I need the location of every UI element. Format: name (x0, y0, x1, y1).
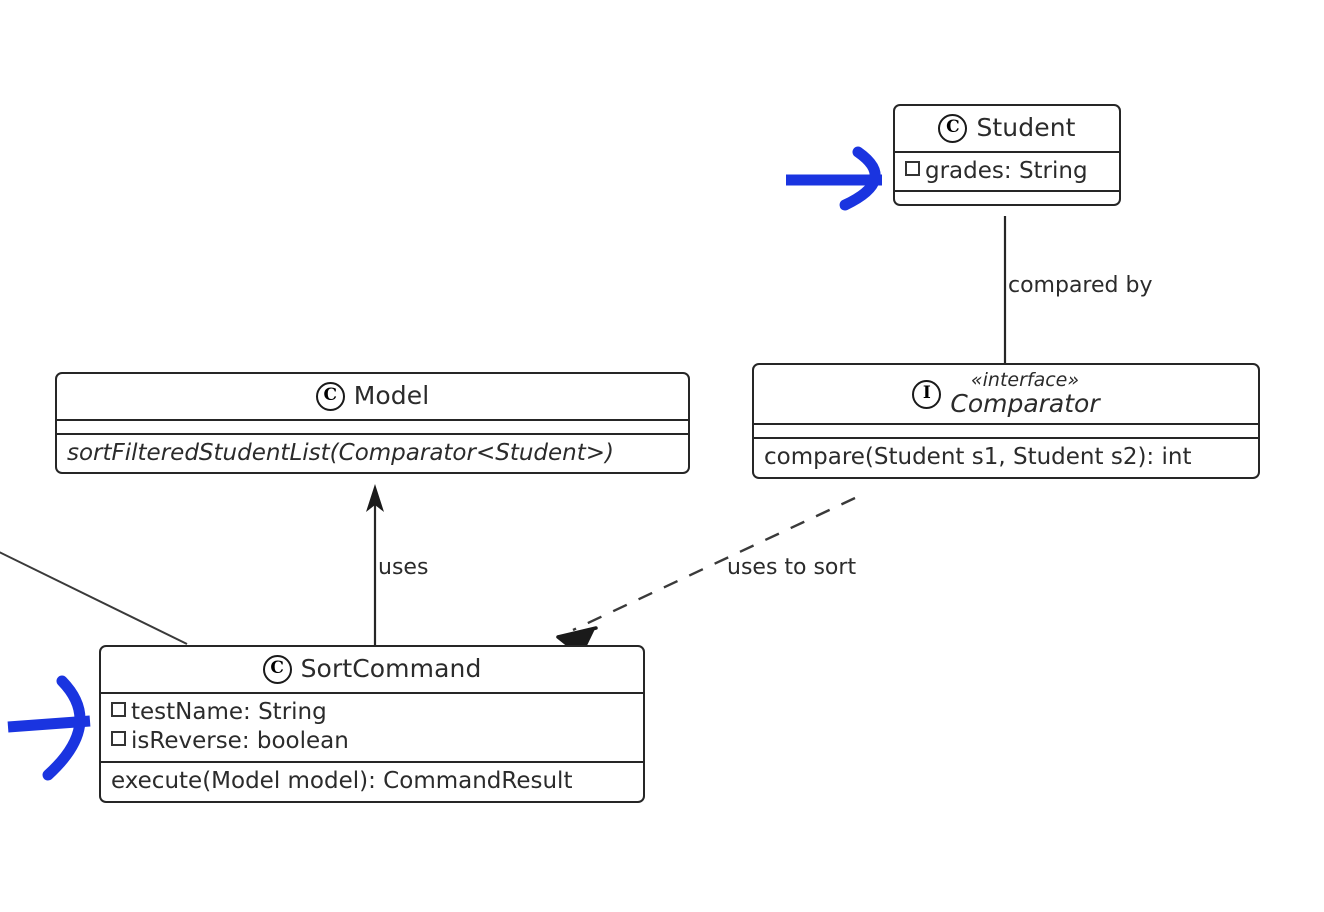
attribute-row: isReverse: boolean (111, 727, 633, 757)
circled-c-icon: C (938, 113, 968, 143)
method-row: compare(Student s1, Student s2): int (764, 443, 1248, 473)
attribute-row: grades: String (905, 157, 1109, 187)
methods-compartment-model: sortFilteredStudentList(Comparator<Stude… (57, 432, 688, 473)
methods-compartment-comparator: compare(Student s1, Student s2): int (754, 437, 1258, 477)
interface-title-comparator: I «interface» Comparator (754, 365, 1258, 423)
class-box-comparator[interactable]: I «interface» Comparator compare(Student… (752, 363, 1260, 480)
interface-title-stack: «interface» Comparator (950, 369, 1100, 418)
edge-sortcommand-model-arrowhead (366, 484, 384, 512)
attributes-compartment-model (57, 418, 688, 433)
circled-i-icon: I (912, 379, 942, 409)
method-row: sortFilteredStudentList(Comparator<Stude… (67, 439, 678, 469)
attribute-row: testName: String (111, 698, 633, 728)
visibility-square-icon (111, 731, 126, 747)
annotation-arrow-grades (786, 146, 882, 211)
edge-label-uses: uses (378, 555, 429, 580)
attribute-text: grades: String (925, 157, 1088, 184)
class-box-sortcommand[interactable]: C SortCommand testName: String isReverse… (99, 645, 645, 804)
interface-name-comparator: Comparator (950, 388, 1100, 418)
methods-compartment-sortcommand: execute(Model model): CommandResult (101, 761, 643, 801)
circled-c-icon: C (315, 381, 345, 411)
class-box-model[interactable]: C Model sortFilteredStudentList(Comparat… (55, 372, 690, 475)
class-title-student: C Student (895, 106, 1119, 150)
stereotype-label: «interface» (970, 369, 1080, 391)
class-box-student[interactable]: C Student grades: String (893, 104, 1121, 207)
attributes-compartment-student: grades: String (895, 150, 1119, 191)
methods-compartment-student (895, 190, 1119, 204)
edge-label-uses-to-sort: uses to sort (727, 555, 857, 580)
class-name-student: Student (976, 113, 1076, 142)
visibility-square-icon (111, 701, 126, 717)
edge-label-compared-by: compared by (1008, 273, 1153, 298)
circled-c-icon: C (262, 654, 292, 684)
method-row: execute(Model model): CommandResult (111, 767, 633, 797)
method-text: compare(Student s1, Student s2): int (764, 444, 1192, 471)
class-title-sortcommand: C SortCommand (101, 647, 643, 691)
class-name-sortcommand: SortCommand (300, 654, 482, 683)
class-name-model: Model (353, 381, 430, 410)
visibility-square-icon (905, 160, 920, 176)
edge-offscreen-sortcommand (0, 551, 188, 645)
attribute-text: testName: String (131, 698, 327, 725)
attributes-compartment-sortcommand: testName: String isReverse: boolean (101, 691, 643, 762)
annotation-arrow-sortcommand-fields (7, 675, 91, 781)
class-title-model: C Model (57, 374, 688, 418)
attribute-text: isReverse: boolean (131, 728, 349, 755)
method-text: sortFilteredStudentList(Comparator<Stude… (67, 439, 615, 466)
method-text: execute(Model model): CommandResult (111, 768, 573, 795)
attributes-compartment-comparator (754, 423, 1258, 437)
